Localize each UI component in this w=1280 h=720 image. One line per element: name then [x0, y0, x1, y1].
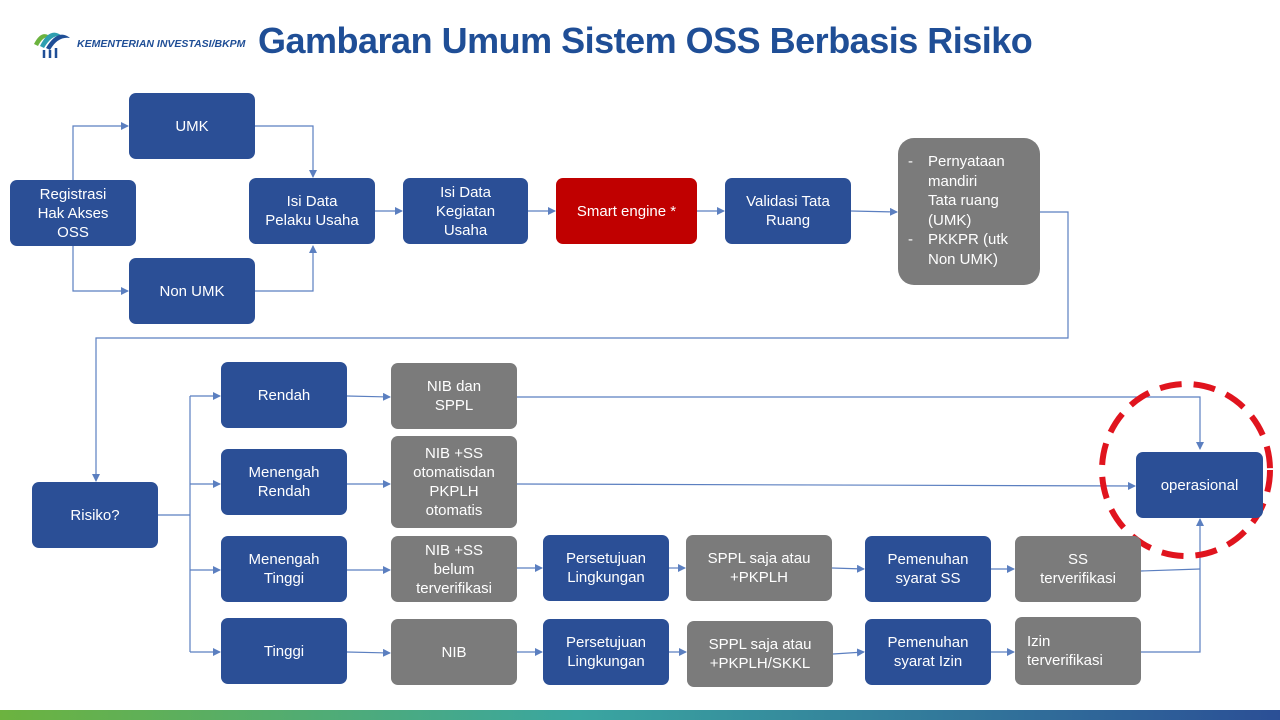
operasional-node: operasional [1136, 452, 1263, 518]
pernyataan-item: -PKKPR (utk Non UMK) [908, 231, 1009, 268]
nib-node: NIB [391, 619, 517, 685]
isi-data-pelaku-node: Isi Data Pelaku Usaha [249, 178, 375, 244]
non-umk-node: Non UMK [129, 258, 255, 324]
persetujuan-lingkungan-node: Persetujuan Lingkungan [543, 619, 669, 685]
menengah-tinggi-node: Menengah Tinggi [221, 536, 347, 602]
nib-ss-belum-node: NIB +SS belum terverifikasi [391, 536, 517, 602]
nib-ss-otomatis-node: NIB +SS otomatisdan PKPLH otomatis [391, 436, 517, 528]
persetujuan-lingkungan-node: Persetujuan Lingkungan [543, 535, 669, 601]
umk-node: UMK [129, 93, 255, 159]
tinggi-node: Tinggi [221, 618, 347, 684]
pemenuhan-syarat-izin-node: Pemenuhan syarat Izin [865, 619, 991, 685]
ministry-logo: KEMENTERIAN INVESTASI/BKPM [30, 24, 260, 64]
risiko-node: Risiko? [32, 482, 158, 548]
smart-engine-node: Smart engine * [556, 178, 697, 244]
izin-terverifikasi-node: Izin terverifikasi [1015, 617, 1141, 685]
rendah-node: Rendah [221, 362, 347, 428]
pernyataan-node: -Pernyataan mandiri Tata ruang (UMK) -PK… [898, 138, 1040, 285]
page-title: Gambaran Umum Sistem OSS Berbasis Risiko [258, 20, 1033, 61]
logo-emblem-icon [34, 32, 70, 58]
pemenuhan-syarat-ss-node: Pemenuhan syarat SS [865, 536, 991, 602]
nib-sppl-node: NIB dan SPPL [391, 363, 517, 429]
ss-terverifikasi-node: SS terverifikasi [1015, 536, 1141, 602]
validasi-tata-ruang-node: Validasi Tata Ruang [725, 178, 851, 244]
menengah-rendah-node: Menengah Rendah [221, 449, 347, 515]
sppl-skkl-node: SPPL saja atau +PKPLH/SKKL [687, 621, 833, 687]
highlight-circle [1099, 381, 1273, 559]
logo-text: KEMENTERIAN INVESTASI/BKPM [77, 38, 246, 50]
pernyataan-item: -Pernyataan mandiri Tata ruang (UMK) [908, 153, 1005, 229]
bottom-accent-bar [0, 710, 1280, 720]
isi-data-kegiatan-node: Isi Data Kegiatan Usaha [403, 178, 528, 244]
sppl-pkplh-node: SPPL saja atau +PKPLH [686, 535, 832, 601]
registrasi-node: Registrasi Hak Akses OSS [10, 180, 136, 246]
